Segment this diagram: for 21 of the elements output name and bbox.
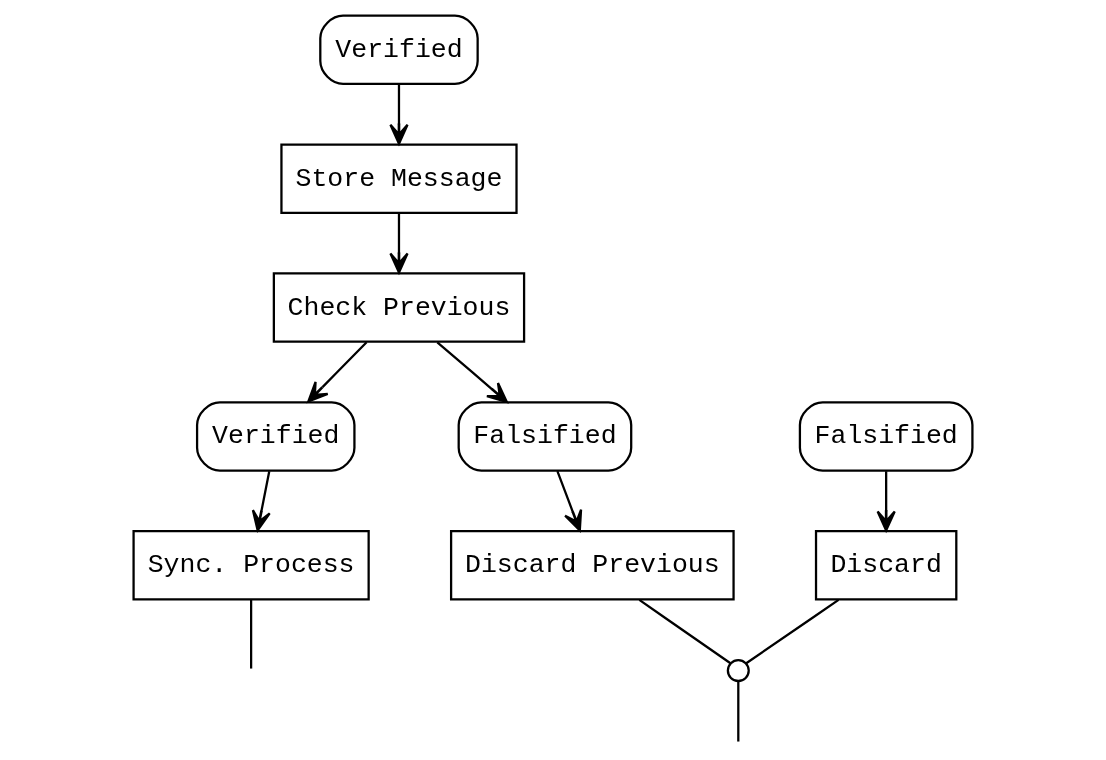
- node-circle: [726, 659, 750, 683]
- node-box: Verified: [319, 14, 479, 85]
- connector: [737, 681, 740, 742]
- node-box: Falsified: [798, 401, 974, 472]
- arrow: [389, 213, 409, 274]
- arrow: [436, 341, 508, 404]
- arrow: [389, 84, 409, 145]
- connector: [638, 598, 732, 665]
- connector: [745, 598, 840, 665]
- node-box: Check Previous: [272, 272, 526, 343]
- node-box: Verified: [195, 401, 356, 472]
- node-box: Discard: [814, 530, 958, 601]
- arrow: [556, 470, 583, 532]
- arrow: [251, 471, 271, 532]
- node-box: Sync. Process: [132, 530, 370, 601]
- node-box: Falsified: [457, 401, 633, 472]
- arrow: [307, 341, 368, 403]
- node-box: Store Message: [280, 143, 518, 214]
- connector: [249, 599, 253, 669]
- arrow: [876, 471, 896, 532]
- node-box: Discard Previous: [449, 530, 735, 601]
